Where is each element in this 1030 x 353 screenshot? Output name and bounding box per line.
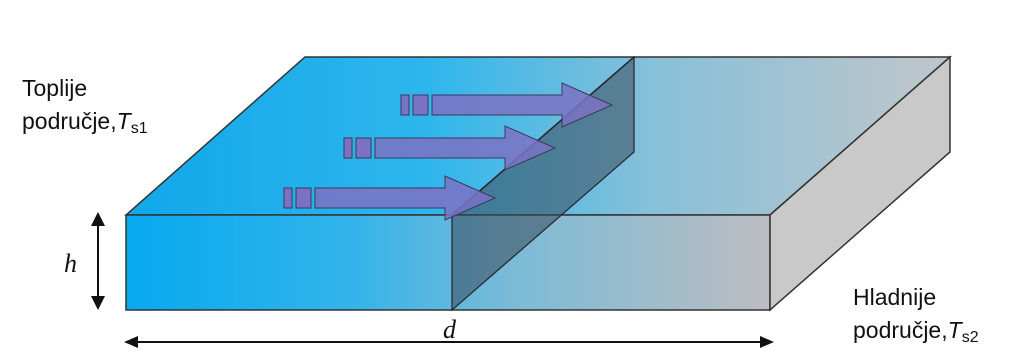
warm-temp-symbol: T [116,108,131,134]
cold-region-title: Hladnije [853,284,937,310]
height-dimension-arrow [91,212,105,310]
plane-top-edge [451,56,635,216]
cold-temp-symbol: T [947,317,962,343]
cold-region-label: Hladnije područje,Ts2 [853,281,979,350]
cold-temp-subscript: s2 [961,329,979,346]
length-label: d [443,315,457,344]
cold-region-word: područje, [853,317,948,343]
slab-side-face [769,55,951,312]
heat-flow-arrow [400,82,614,128]
heat-flow-arrow [283,175,497,221]
warm-region-temp: područje,Ts1 [22,105,148,141]
height-label: h [64,249,77,278]
cold-region-temp: područje,Ts2 [853,314,979,350]
length-dimension-arrow [124,336,774,348]
warm-region-word: područje, [22,108,117,134]
warm-region-title: Toplije [22,75,88,101]
warm-region-label: Toplije područje,Ts1 [22,72,148,141]
warm-temp-subscript: s1 [130,120,148,137]
heat-flow-arrow [343,125,557,171]
slab-front-face [125,214,771,311]
